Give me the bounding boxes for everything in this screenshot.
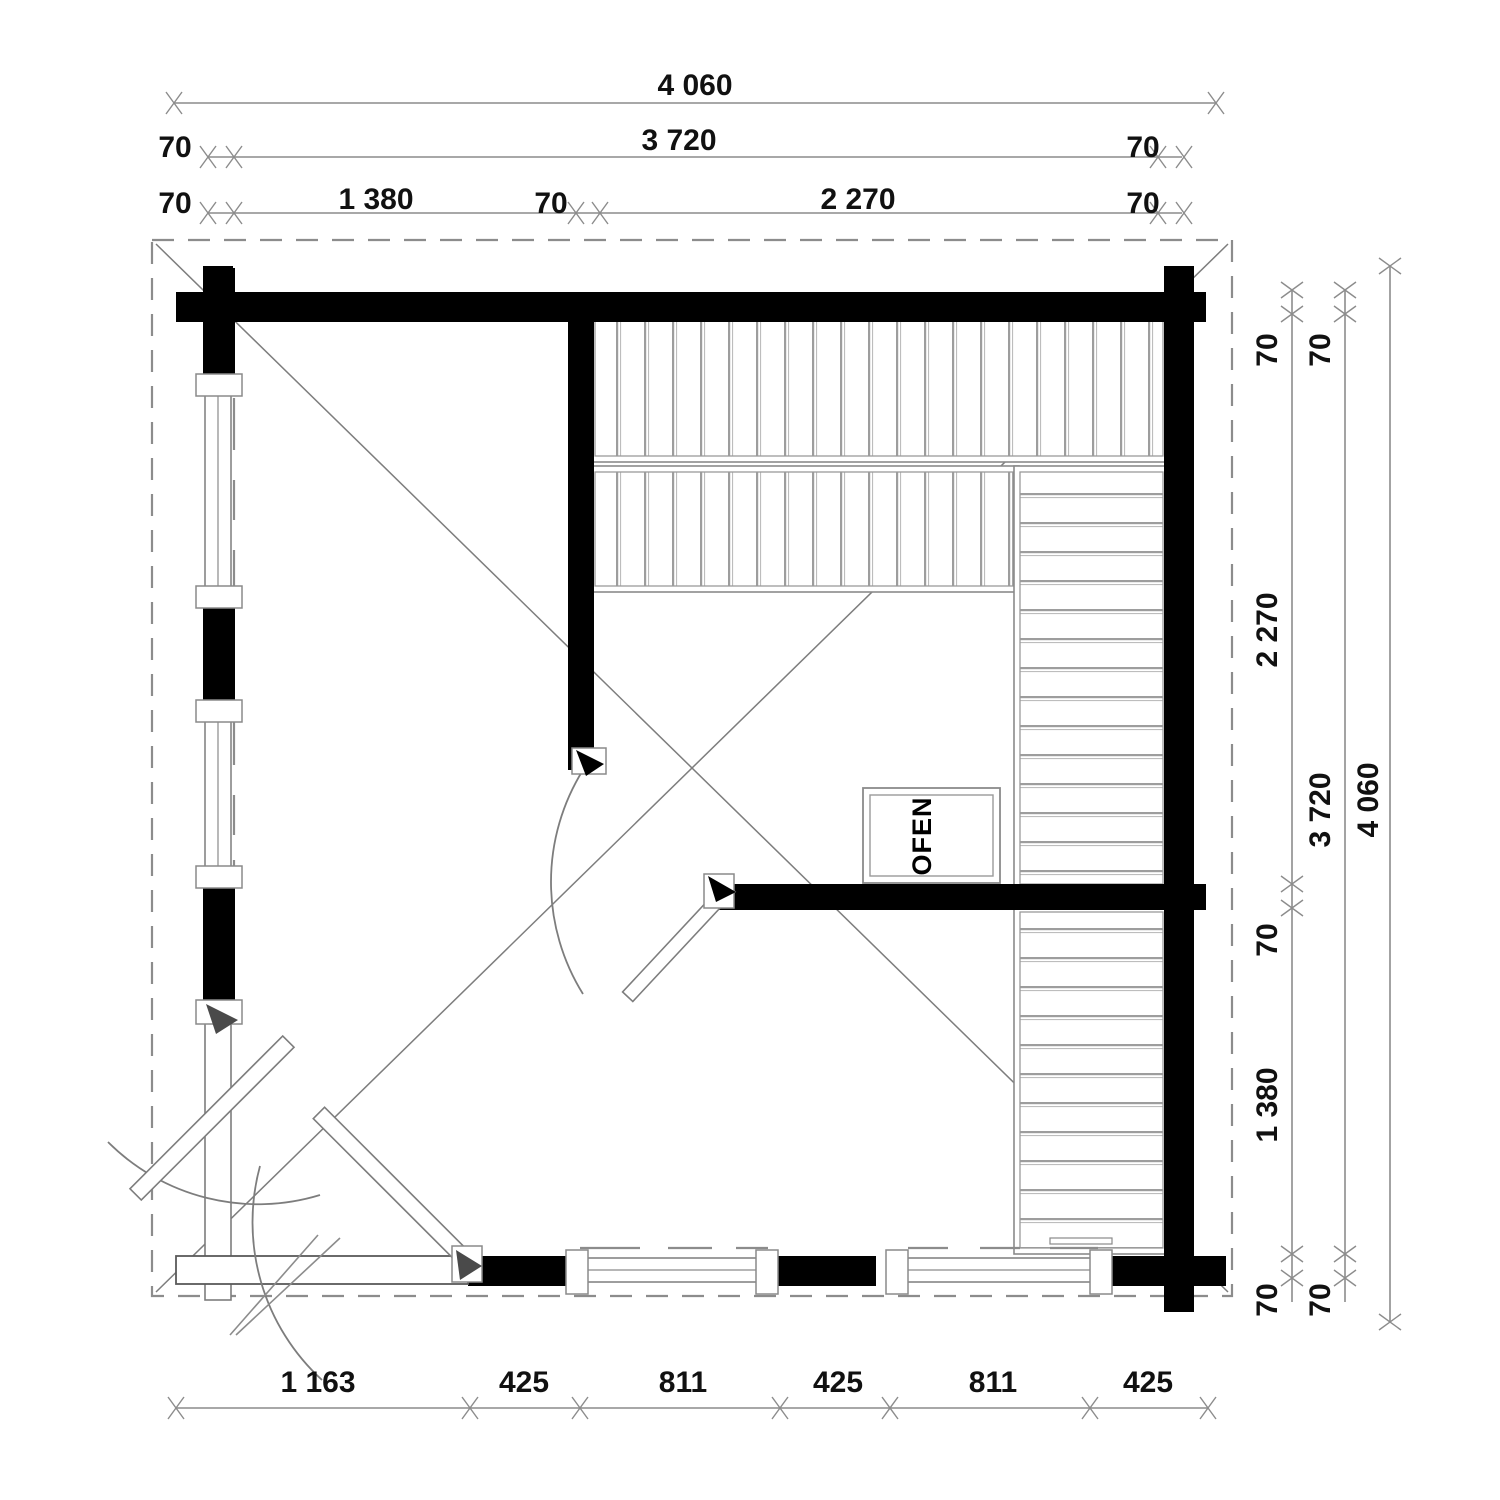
exterior-walls (176, 266, 1226, 1312)
dim-label-70-right-bottom-a: 70 (1251, 1283, 1284, 1316)
bottom-wall-group (175, 1246, 1196, 1295)
window-left-lower (204, 711, 236, 883)
dim-label-811-b: 811 (969, 1366, 1017, 1399)
dim-label-4060-right: 4 060 (1352, 762, 1385, 837)
bench-right-lower (1013, 905, 1170, 1255)
partition-horizontal (716, 884, 1206, 910)
dim-label-2270-right: 2 270 (1251, 592, 1284, 667)
corner-post-top-right (1164, 266, 1194, 322)
dim-label-1163-bottom: 1 163 (280, 1366, 355, 1399)
bottom-wall-segment-b (766, 1256, 876, 1286)
bottom-dimension-group (167, 1234, 1217, 1420)
dim-label-425-c: 425 (1123, 1366, 1173, 1399)
dim-label-1380-top: 1 380 (338, 183, 413, 216)
window-bottom-a (569, 1246, 771, 1283)
dim-label-70-top-mid: 70 (534, 187, 567, 220)
bottom-left-threshold (175, 1255, 469, 1285)
wall-top (176, 292, 1206, 322)
interior-partitions (568, 292, 1206, 910)
exterior-door-left-leaf (128, 1034, 296, 1202)
corner-log-bottom-right (1164, 1256, 1226, 1286)
dim-label-70-right-top-b: 70 (1304, 333, 1337, 366)
outer-boundary-dashed (150, 238, 1234, 1298)
dim-label-3720-top: 3 720 (641, 124, 716, 157)
top-dimension-group (165, 91, 1225, 225)
exterior-door-bottom-swing-arc (251, 1165, 323, 1381)
interior-door (550, 747, 737, 1003)
dim-label-425-b: 425 (813, 1366, 863, 1399)
exterior-door-bottom-hinge (456, 1250, 482, 1280)
left-wall-segment-mid (203, 598, 235, 716)
window-left-upper (204, 391, 236, 603)
interior-door-hinge-marks (576, 750, 736, 902)
dim-label-70-right-mid: 70 (1251, 923, 1284, 956)
left-window-frame-caps (195, 373, 243, 889)
exterior-door-bottom (251, 1106, 483, 1381)
corner-post-top-left (203, 266, 233, 322)
interior-door-swing-arc (550, 769, 584, 995)
ofen-label: OFEN (907, 796, 937, 875)
left-door-frame-rail (204, 1009, 232, 1301)
dim-label-70-top-left-b: 70 (158, 187, 191, 220)
exterior-door-left-hinge (206, 1004, 238, 1034)
dim-label-70-top-right-a: 70 (1126, 131, 1159, 164)
left-wall-group (195, 268, 243, 1301)
bottom-wall-segment-a (468, 1256, 578, 1286)
dim-label-425-a: 425 (499, 1366, 549, 1399)
dim-label-3720-right: 3 720 (1304, 772, 1337, 847)
dim-label-2270-top: 2 270 (820, 183, 895, 216)
bench-upper-lower (588, 465, 1020, 593)
bench-right-upper (1013, 465, 1170, 891)
dim-label-4060-top: 4 060 (657, 69, 732, 102)
dim-label-811-a: 811 (659, 1366, 707, 1399)
dim-label-70-right-top-a: 70 (1251, 333, 1284, 366)
wall-right (1164, 266, 1194, 1296)
dim-label-70-top-left-a: 70 (158, 131, 191, 164)
dim-label-1380-right: 1 380 (1251, 1067, 1284, 1142)
bench-group (588, 313, 1170, 1255)
ofen-stove (862, 787, 1001, 884)
dim-label-70-top-right-b: 70 (1126, 187, 1159, 220)
left-wall-segment-bottom (203, 878, 235, 1016)
partition-vertical (568, 292, 594, 770)
bench-upper-top (588, 313, 1170, 463)
right-dimension-group (1280, 257, 1402, 1331)
window-bottom-b (897, 1246, 1104, 1283)
exterior-door-left-swing-arc (107, 1141, 321, 1206)
dim-label-70-right-bottom-b: 70 (1304, 1283, 1337, 1316)
bottom-window-frame-caps (565, 1249, 1113, 1295)
